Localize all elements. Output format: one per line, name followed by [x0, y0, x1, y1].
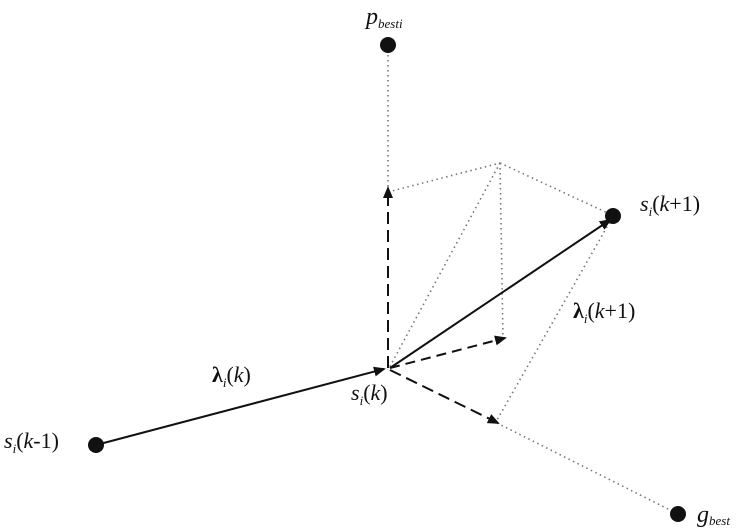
velocity-arrow-k-plus-1: [389, 218, 612, 369]
point-g-best: [670, 506, 686, 522]
solid-vectors: [95, 218, 612, 446]
points: [88, 37, 686, 522]
point-p-best: [380, 37, 396, 53]
guide-top-left: [387, 162, 501, 193]
guide-apex-vertical: [499, 162, 504, 339]
dashed-arrow-mid: [389, 335, 507, 369]
dashed-arrow-down: [389, 369, 500, 424]
guide-apex-diagonal: [387, 162, 501, 371]
label-s-k-plus-1: si(k+1): [640, 191, 700, 219]
label-s-k: si(k): [351, 380, 388, 408]
point-s-k-plus-1: [605, 208, 621, 224]
guide-right-lower: [496, 217, 613, 421]
point-s-k-minus-1: [88, 437, 104, 453]
label-s-k-minus-1: si(k-1): [4, 428, 59, 456]
velocity-arrow-k: [95, 366, 386, 446]
label-lambda-k: λi(k): [212, 362, 251, 390]
label-lambda-k-plus-1: λi(k+1): [573, 298, 635, 326]
label-g-best: gbest: [697, 502, 730, 528]
guide-top-right: [499, 162, 613, 216]
dashed-vectors: [383, 186, 507, 424]
guide-gbest: [496, 422, 677, 514]
label-p-best: pbesti: [364, 4, 403, 31]
dotted-guides: [387, 45, 677, 514]
